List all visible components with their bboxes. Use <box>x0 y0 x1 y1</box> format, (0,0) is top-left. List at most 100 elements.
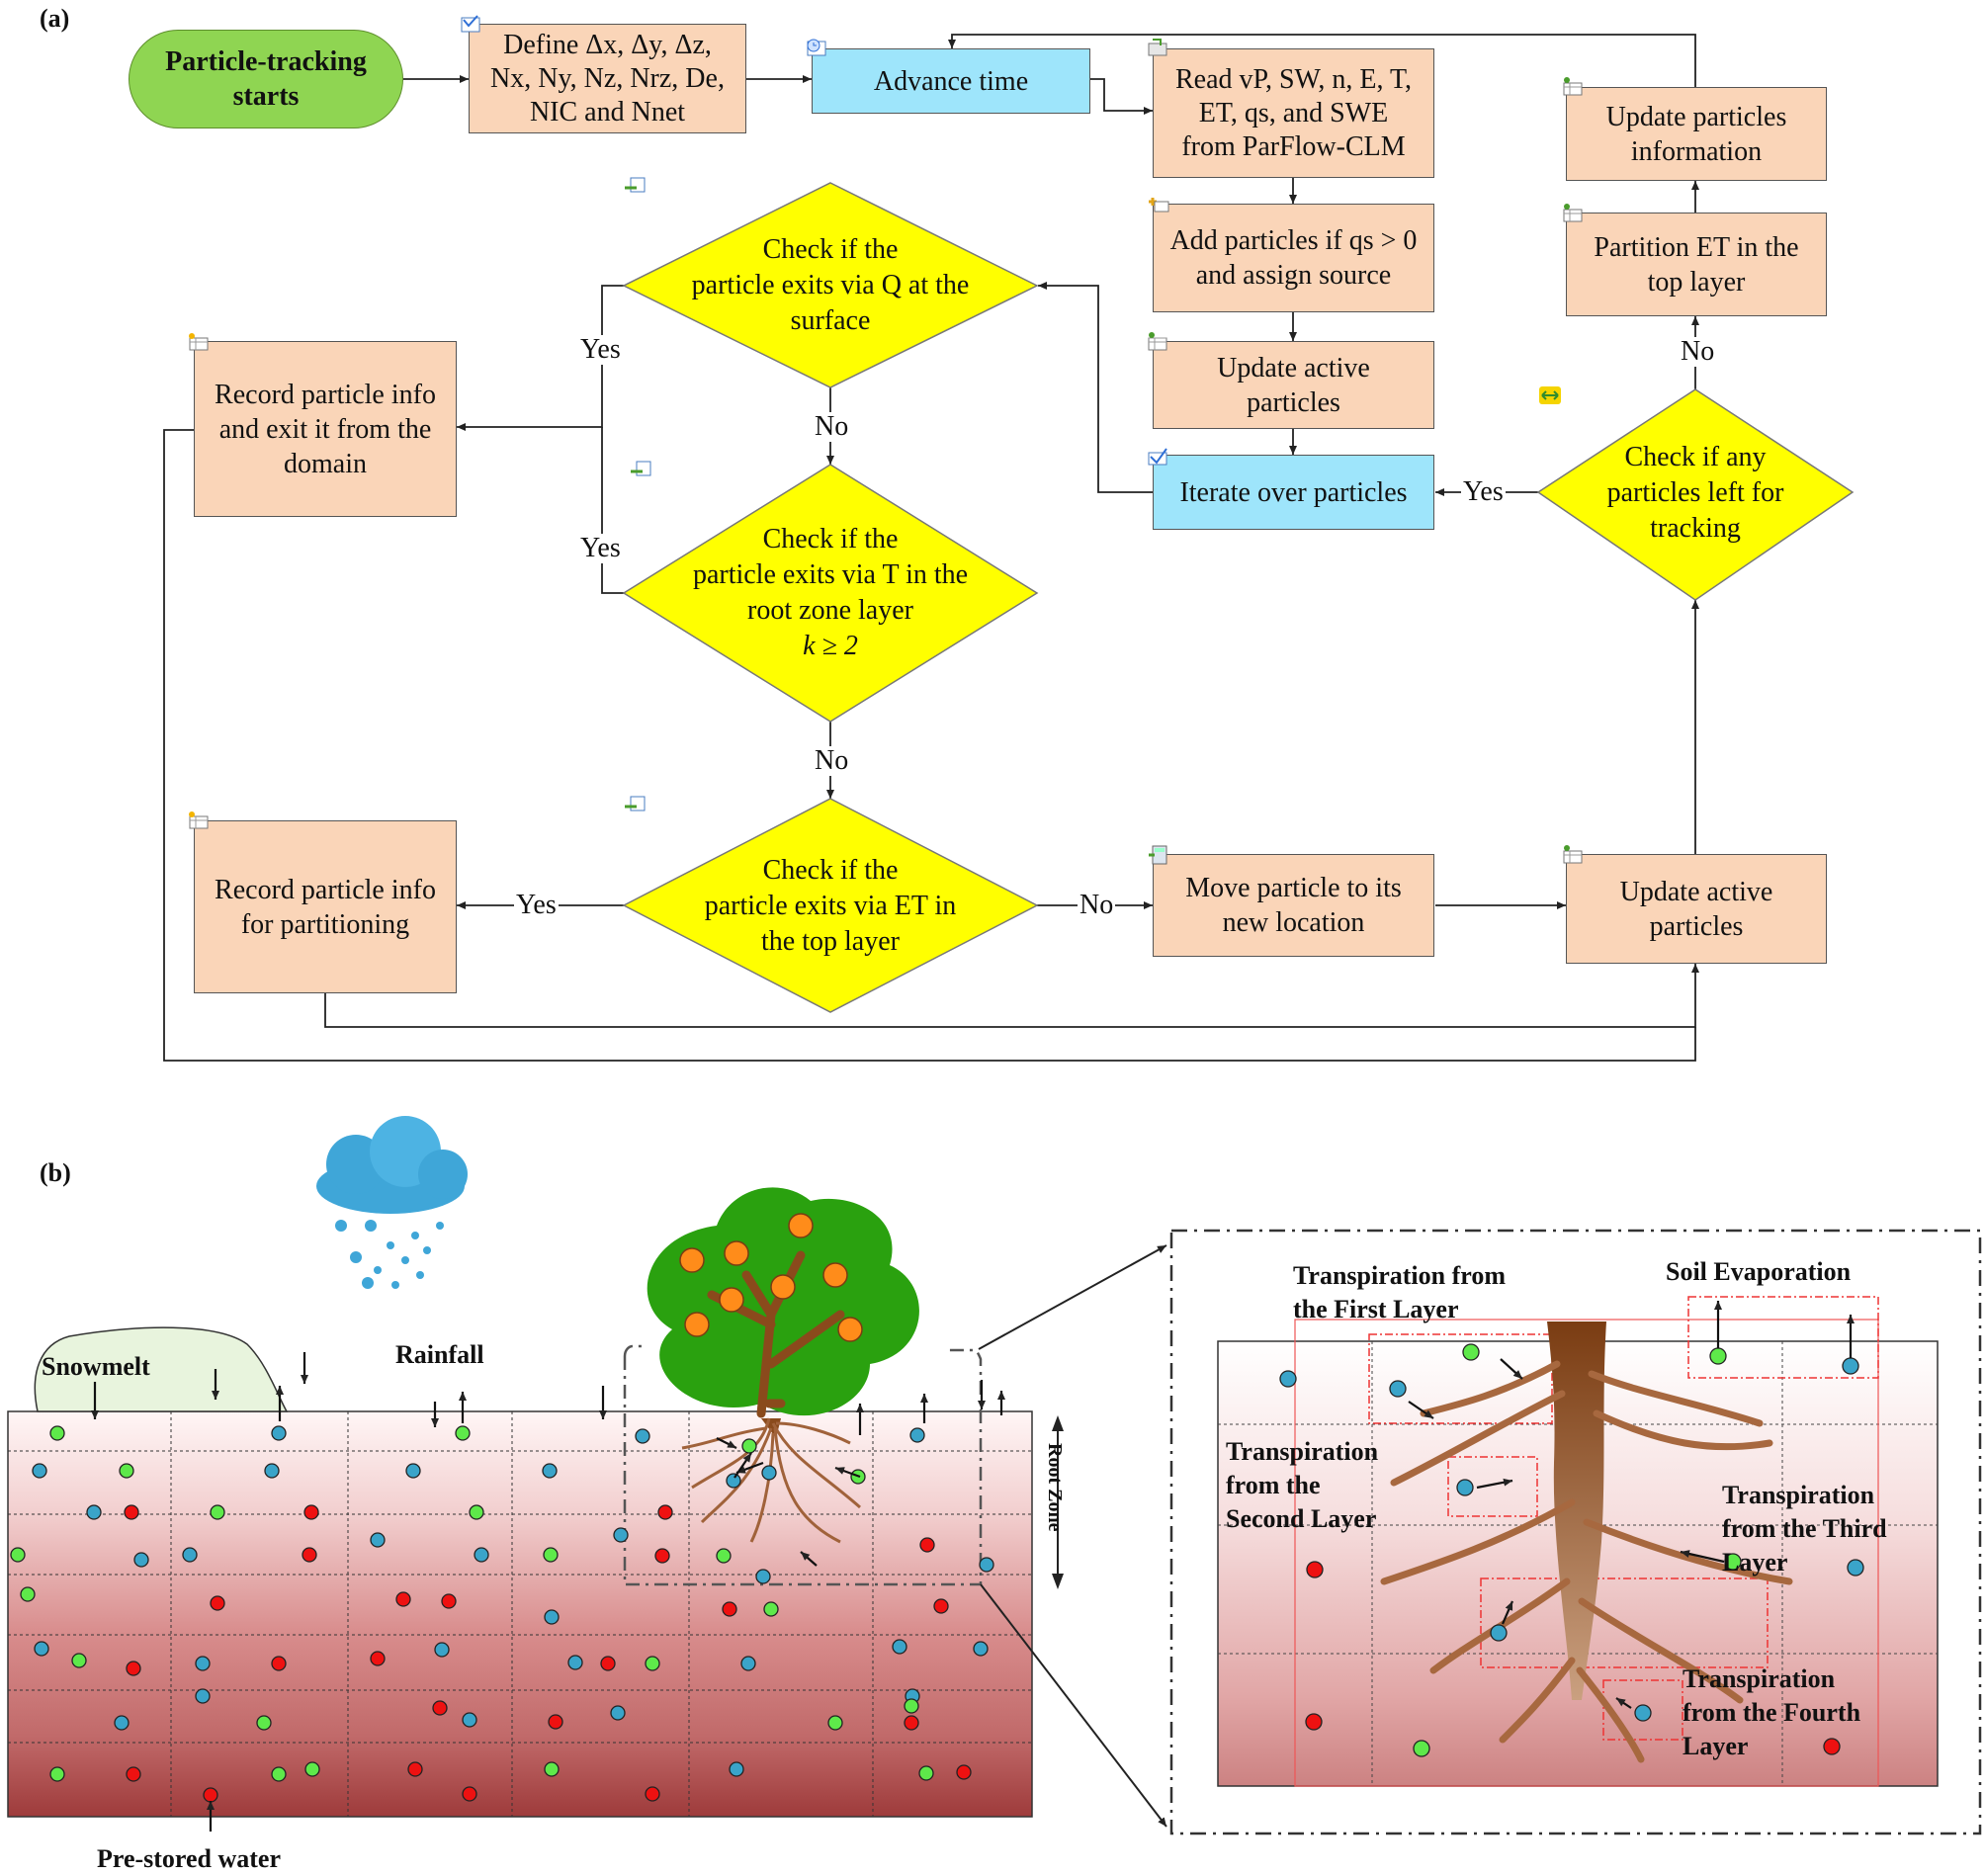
new-table-icon-1 <box>189 333 209 351</box>
water-particle <box>256 1715 272 1731</box>
water-particle <box>904 1698 919 1714</box>
zoom-frame <box>1169 1229 1982 1835</box>
update-active-box-1: Update active particles <box>1153 341 1434 429</box>
water-particle <box>395 1591 411 1607</box>
water-particle <box>726 1473 741 1489</box>
water-particle <box>126 1766 141 1782</box>
water-particle <box>195 1656 211 1671</box>
update-active-box-2: Update active particles <box>1566 854 1827 964</box>
water-particle <box>271 1425 287 1441</box>
particle-arrow <box>1500 1358 1523 1380</box>
particle-arrows <box>91 1301 1855 1832</box>
water-particle <box>86 1504 102 1520</box>
water-particle <box>1724 1553 1742 1571</box>
update-info-box: Update particles information <box>1566 87 1827 181</box>
water-particle <box>462 1786 477 1802</box>
refresh-table-icon-4 <box>1563 845 1583 864</box>
refresh-table-icon-2 <box>1563 77 1583 96</box>
import-icon <box>1148 39 1167 56</box>
soil-section <box>7 1410 1033 1818</box>
no-label-t: No <box>813 745 851 776</box>
water-particle <box>645 1656 660 1671</box>
water-particle <box>904 1715 919 1731</box>
loop-icon <box>1148 448 1167 466</box>
water-particle <box>1823 1738 1841 1755</box>
water-particle <box>1842 1357 1859 1375</box>
rainfall-label: Rainfall <box>395 1340 484 1369</box>
water-particle <box>542 1463 558 1479</box>
water-particle <box>544 1761 560 1777</box>
decision-icon-2 <box>631 461 651 476</box>
no-label-et: No <box>1078 890 1116 920</box>
water-particle <box>32 1463 47 1479</box>
water-particle <box>600 1656 616 1671</box>
yes-label-any: Yes <box>1461 476 1506 507</box>
water-particle <box>20 1586 36 1602</box>
decision-icon-1 <box>625 177 646 193</box>
particle-arrow <box>800 1551 818 1567</box>
water-particle <box>1847 1559 1864 1577</box>
clock-icon <box>807 39 826 56</box>
water-particle <box>455 1425 471 1441</box>
water-particle <box>10 1547 26 1563</box>
move-particle-box: Move particle to its new location <box>1153 854 1434 957</box>
water-particle <box>1456 1479 1474 1496</box>
decision-icon-3 <box>625 796 646 811</box>
particle-arrow <box>1615 1697 1632 1709</box>
water-particle <box>645 1786 660 1802</box>
diamond-check-any <box>1536 388 1855 601</box>
water-particle <box>370 1651 386 1666</box>
water-particle <box>126 1661 141 1676</box>
water-particle <box>264 1463 280 1479</box>
soil-evaporation-label: Soil Evaporation <box>1666 1257 1852 1286</box>
prestored-water-label: Pre-stored water <box>97 1844 282 1873</box>
water-particle <box>610 1705 626 1721</box>
particle-arrow <box>1680 1550 1725 1564</box>
refresh-table-icon-3 <box>1563 204 1583 222</box>
water-particle <box>370 1532 386 1548</box>
water-particle <box>119 1463 134 1479</box>
yes-label-t: Yes <box>578 533 623 563</box>
water-particle <box>729 1761 744 1777</box>
water-particle <box>755 1569 771 1584</box>
no-label-q: No <box>813 411 851 442</box>
start-terminal: Particle-tracking starts <box>129 30 403 128</box>
water-particle <box>49 1425 65 1441</box>
water-particle <box>469 1504 484 1520</box>
partition-et-box: Partition ET in the top layer <box>1566 213 1827 316</box>
calculator-icon <box>1149 845 1167 865</box>
water-particle <box>548 1714 563 1730</box>
water-particle <box>567 1655 583 1670</box>
water-particle <box>34 1641 49 1657</box>
water-particle <box>1389 1380 1407 1398</box>
water-particle <box>657 1504 673 1520</box>
water-particle <box>210 1595 225 1611</box>
particle-arrow <box>735 1461 764 1475</box>
particle-arrow <box>1408 1401 1434 1419</box>
water-particle <box>933 1598 949 1614</box>
water-particle <box>613 1527 629 1543</box>
water-particle <box>432 1700 448 1716</box>
water-particle <box>474 1547 489 1563</box>
water-particle <box>1634 1704 1652 1722</box>
water-particle <box>1279 1370 1297 1388</box>
particle-arrow <box>716 1437 737 1449</box>
water-particle <box>1305 1713 1323 1731</box>
panel-b-label: (b) <box>40 1158 71 1187</box>
water-particle <box>761 1465 777 1481</box>
water-particle <box>271 1766 287 1782</box>
diamond-check-et <box>622 798 1039 1013</box>
zoomed-soil <box>1217 1296 1939 1787</box>
exchange-icon <box>1539 386 1561 404</box>
water-particle <box>434 1642 450 1658</box>
water-particle <box>133 1552 149 1568</box>
yes-label-q: Yes <box>578 334 623 365</box>
